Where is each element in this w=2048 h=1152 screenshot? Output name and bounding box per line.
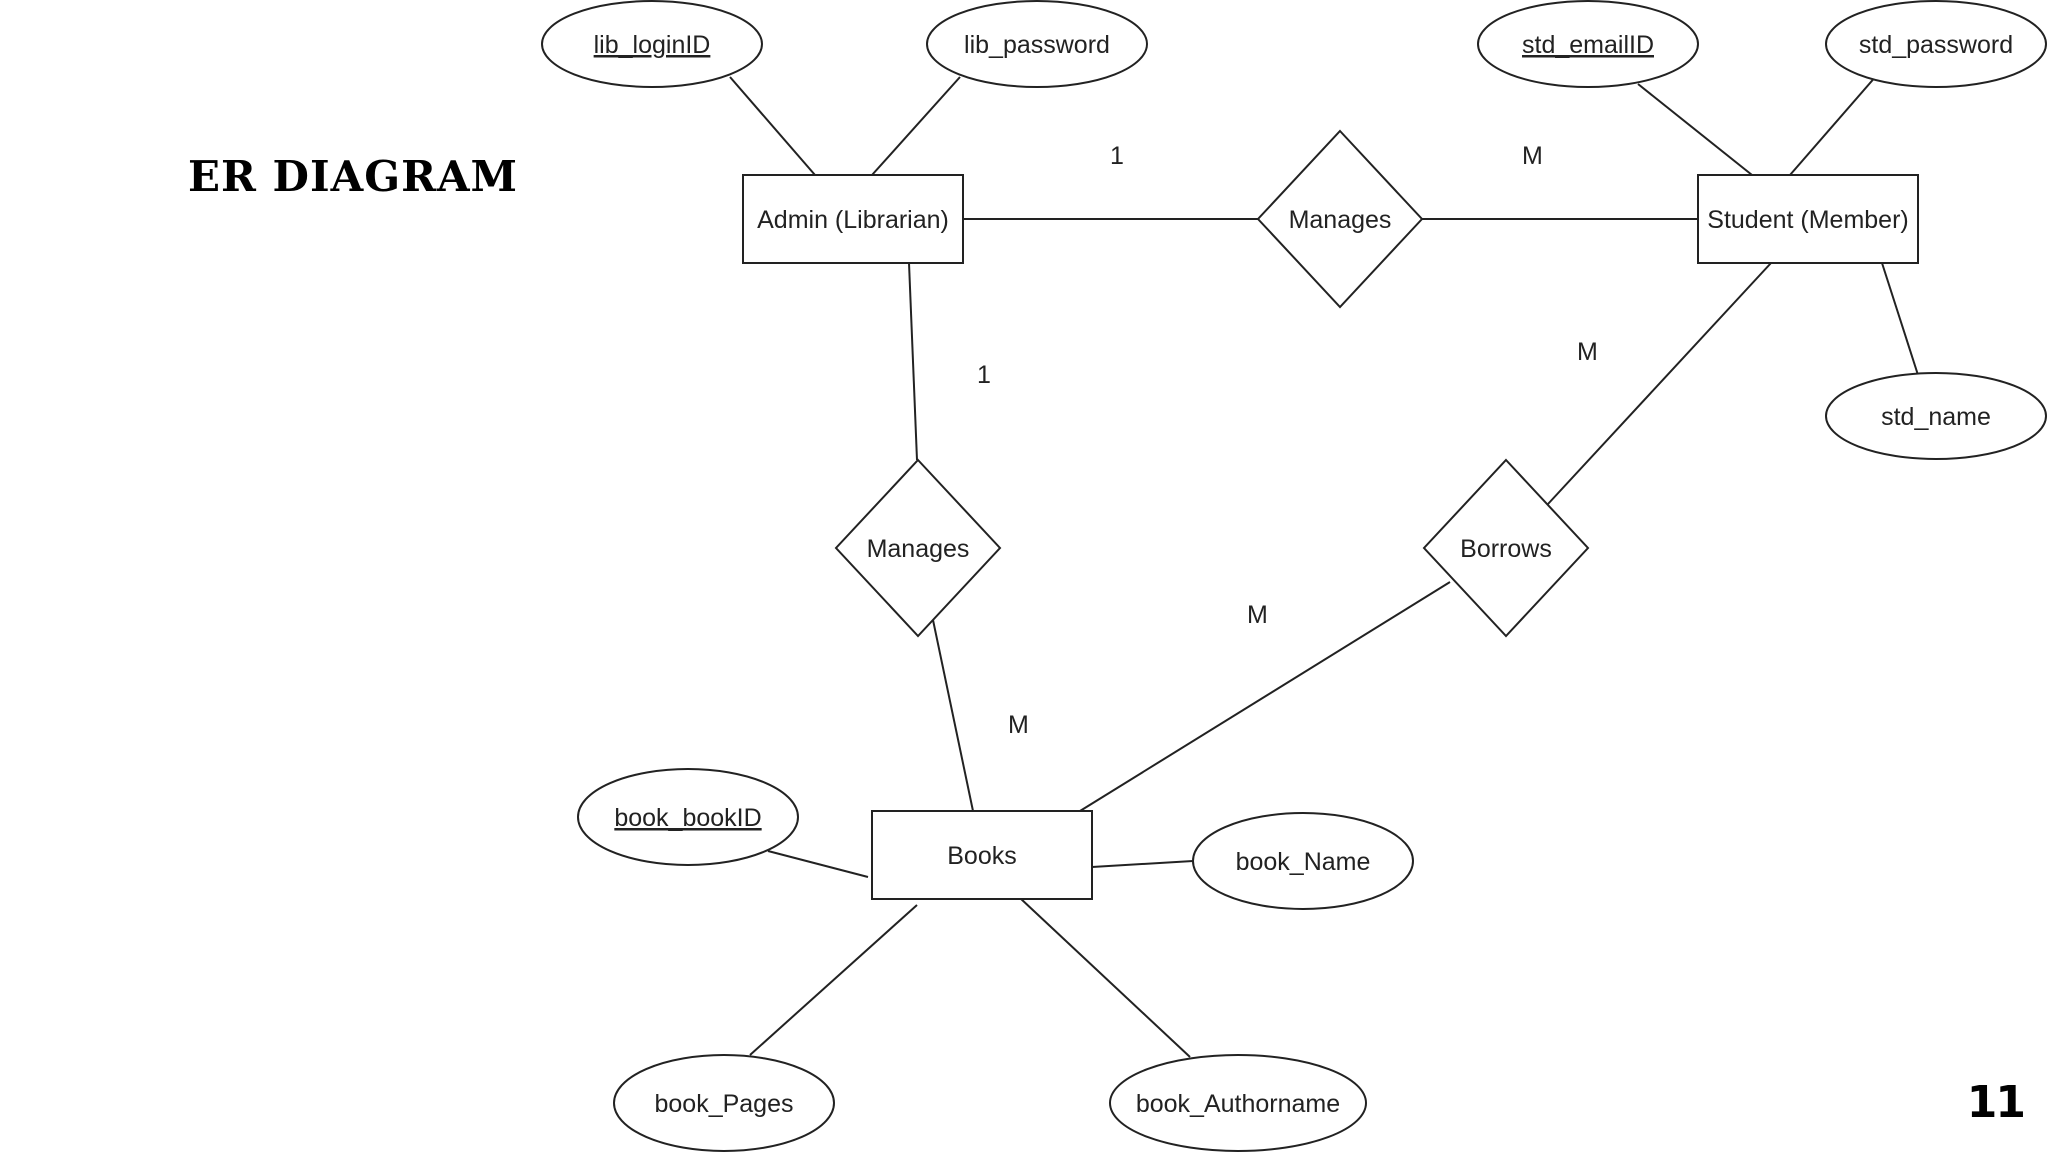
attribute-std-password: std_password	[1825, 0, 2047, 88]
attribute-book-pages: book_Pages	[613, 1054, 835, 1152]
edge-libpassword-admin	[871, 76, 961, 176]
relationship-manages-admin-student-label: Manages	[1289, 206, 1392, 234]
cardinality-borrows-books: M	[1247, 601, 1268, 629]
cardinality-admin-manages-books-admin: 1	[977, 361, 991, 389]
relationship-manages-admin-student: Manages	[1256, 129, 1424, 309]
attribute-book-bookid: book_bookID	[577, 768, 799, 866]
attribute-book-authorname-label: book_Authorname	[1136, 1090, 1340, 1118]
attribute-lib-password-label: lib_password	[964, 31, 1110, 59]
relationship-manages-admin-books-label: Manages	[867, 535, 970, 563]
edge-manages2-books	[932, 619, 974, 812]
attribute-std-emailid-label: std_emailID	[1522, 31, 1654, 59]
attribute-std-password-label: std_password	[1859, 31, 2013, 59]
attribute-book-authorname: book_Authorname	[1109, 1054, 1367, 1152]
attribute-std-name-label: std_name	[1881, 403, 1991, 431]
edge-student-borrows	[1547, 262, 1772, 505]
entity-student: Student (Member)	[1697, 174, 1919, 264]
attribute-std-name: std_name	[1825, 372, 2047, 460]
edge-loginid-admin	[729, 76, 816, 176]
edge-bookid-books	[767, 850, 869, 878]
entity-student-label: Student (Member)	[1707, 206, 1908, 234]
attribute-book-bookid-label: book_bookID	[614, 804, 761, 832]
edge-emailid-student	[1637, 83, 1753, 176]
connectors	[729, 74, 1919, 1058]
entity-books: Books	[871, 810, 1093, 900]
relationship-borrows: Borrows	[1422, 458, 1590, 638]
attribute-book-name: book_Name	[1192, 812, 1414, 910]
edge-admin-manages2	[908, 262, 918, 461]
relationship-manages-admin-books: Manages	[834, 458, 1002, 638]
attribute-lib-loginid: lib_loginID	[541, 0, 763, 88]
slide-title: ER Diagram	[188, 152, 519, 201]
attribute-book-name-label: book_Name	[1236, 848, 1371, 876]
cardinality-borrows-student: M	[1577, 338, 1598, 366]
edge-borrows-books	[1079, 581, 1451, 812]
cardinality-admin-manages-books-books: M	[1008, 711, 1029, 739]
attribute-lib-loginid-label: lib_loginID	[594, 31, 711, 59]
attribute-book-pages-label: book_Pages	[654, 1090, 793, 1118]
edge-stdpassword-student	[1789, 74, 1878, 176]
entity-admin-label: Admin (Librarian)	[757, 206, 949, 234]
attribute-lib-password: lib_password	[926, 0, 1148, 88]
page-number: 11	[1966, 1077, 2026, 1128]
edge-books-bookpages	[749, 904, 918, 1056]
cardinality-admin-manages-student-admin: 1	[1110, 142, 1124, 170]
attribute-std-emailid: std_emailID	[1477, 0, 1699, 88]
entity-books-label: Books	[947, 842, 1016, 870]
edge-books-authorname	[1019, 897, 1191, 1058]
cardinality-admin-manages-student-student: M	[1522, 142, 1543, 170]
relationship-borrows-label: Borrows	[1460, 535, 1552, 563]
edge-student-stdname	[1881, 262, 1919, 376]
edge-books-bookname	[1091, 860, 1194, 868]
entity-admin: Admin (Librarian)	[742, 174, 964, 264]
